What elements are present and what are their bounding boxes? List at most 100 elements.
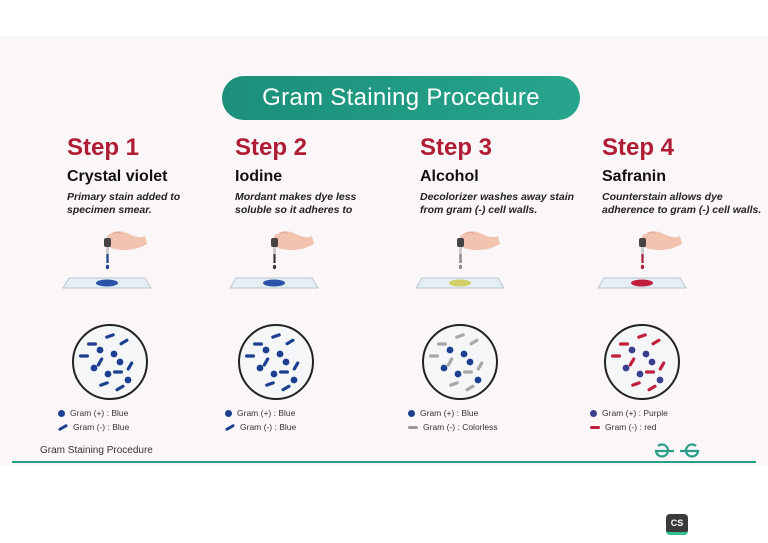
dropper-liquid <box>641 254 644 263</box>
legend: Gram (+) : Purple Gram (-) : red <box>590 406 668 434</box>
bacteria-dish <box>604 324 680 400</box>
gram-negative-bacterium <box>611 354 621 358</box>
legend-row: Gram (-) : Blue <box>57 420 129 434</box>
gram-positive-bacterium <box>446 346 454 354</box>
gram-negative-bacterium <box>79 354 89 358</box>
step-name: Crystal violet <box>67 168 168 185</box>
legend: Gram (+) : Blue Gram (-) : Blue <box>57 406 129 434</box>
gram-positive-bacterium <box>636 370 644 378</box>
dropper-liquid <box>273 254 276 263</box>
gram-negative-bacterium <box>619 342 629 346</box>
badge-label: CS <box>670 518 684 528</box>
hand-icon <box>274 231 314 250</box>
dropper-bulb-icon <box>639 238 646 247</box>
gram-negative-bacterium <box>651 338 661 346</box>
gram-positive-bacterium <box>116 358 124 366</box>
gram-negative-bacterium <box>96 357 104 367</box>
gram-positive-bacterium <box>460 350 468 358</box>
gram-negative-bacterium <box>99 381 109 387</box>
gram-negative-bacterium <box>281 384 291 392</box>
geeksforgeeks-logo-icon <box>654 443 700 458</box>
gram-positive-bacterium <box>110 350 118 358</box>
specimen-smear <box>631 279 653 287</box>
gram-positive-bacterium <box>648 358 656 366</box>
gram-negative-bacterium <box>645 370 655 374</box>
cs-badge-icon: CS <box>666 514 688 535</box>
legend-row: Gram (-) : Colorless <box>408 420 498 434</box>
legend-label: Gram (-) : Blue <box>240 422 297 432</box>
gram-positive-bacterium <box>262 346 270 354</box>
step-name: Iodine <box>235 168 283 185</box>
gram-negative-bacterium <box>637 333 647 339</box>
gram-negative-bacterium <box>631 381 641 387</box>
hand-detail <box>112 231 122 235</box>
gram-positive-bacterium <box>466 358 474 366</box>
step-4: Step 4 Safranin Counterstain allows dye … <box>602 134 768 217</box>
gram-negative-bacterium <box>449 381 459 387</box>
dropper-liquid <box>106 254 109 263</box>
gram-negative-bacterium <box>658 361 666 371</box>
hand-detail <box>465 231 475 235</box>
dropper-bulb-icon <box>271 238 278 247</box>
gram-negative-bacterium <box>463 370 473 374</box>
hand-icon <box>107 231 147 250</box>
gram-negative-bacterium <box>446 357 454 367</box>
gram-negative-bacterium <box>437 342 447 346</box>
gram-negative-bacterium <box>455 333 465 339</box>
hand-icon <box>460 231 500 250</box>
stain-drop-icon <box>458 264 463 270</box>
hand-detail <box>647 231 657 235</box>
gram-negative-bacterium <box>87 342 97 346</box>
legend-label: Gram (-) : red <box>605 422 657 432</box>
legend-row: Gram (-) : red <box>590 420 668 434</box>
gram-positive-bacterium <box>474 376 482 384</box>
gram-negative-bacterium <box>465 384 475 392</box>
gram-negative-bacterium <box>292 361 300 371</box>
gram-positive-dot <box>225 409 232 417</box>
step-2: Step 2 Iodine Mordant makes dye less sol… <box>235 134 410 217</box>
legend-label: Gram (+) : Blue <box>70 408 129 418</box>
step-name: Safranin <box>602 168 667 185</box>
gram-negative-bacterium <box>126 361 134 371</box>
dropper-slide-illustration <box>415 231 505 289</box>
gram-negative-bacterium <box>279 370 289 374</box>
gram-positive-bacterium <box>90 364 98 372</box>
step-description: Mordant makes dye less soluble so it adh… <box>235 191 357 216</box>
gram-positive-dot <box>408 409 415 417</box>
legend-label: Gram (-) : Colorless <box>423 422 498 432</box>
gram-negative-rod <box>590 425 600 429</box>
gram-positive-bacterium <box>276 350 284 358</box>
gram-positive-bacterium <box>270 370 278 378</box>
dropper-slide-illustration <box>229 231 319 289</box>
step-number: Step 4 <box>602 134 675 161</box>
bacteria-dish <box>238 324 314 400</box>
gram-positive-bacterium <box>96 346 104 354</box>
hand-detail <box>279 231 289 235</box>
specimen-smear <box>96 279 118 287</box>
legend-row: Gram (+) : Blue <box>58 406 129 420</box>
gram-positive-bacterium <box>628 346 636 354</box>
legend-row: Gram (+) : Blue <box>408 406 498 420</box>
gram-positive-bacterium <box>656 376 664 384</box>
step-description: Counterstain allows dye adherence to gra… <box>602 191 762 216</box>
gram-negative-bacterium <box>245 354 255 358</box>
dropper-bulb-icon <box>104 238 111 247</box>
gram-negative-bacterium <box>113 370 123 374</box>
gram-negative-rod <box>224 423 236 431</box>
gram-negative-bacterium <box>253 342 263 346</box>
gram-positive-bacterium <box>104 370 112 378</box>
legend-row: Gram (+) : Purple <box>590 406 668 420</box>
page-title: Gram Staining Procedure <box>262 84 540 111</box>
dropper-bulb-icon <box>457 238 464 247</box>
legend: Gram (+) : Blue Gram (-) : Blue <box>224 406 297 434</box>
bacteria-dish <box>422 324 498 400</box>
specimen-smear <box>449 279 471 287</box>
step-number: Step 2 <box>235 134 308 161</box>
stain-drop-icon <box>272 264 277 270</box>
gram-positive-bacterium <box>622 364 630 372</box>
step-description: Decolorizer washes away stain from gram … <box>420 191 575 216</box>
gram-positive-dot <box>590 409 597 417</box>
step-name: Alcohol <box>420 168 479 185</box>
gram-negative-bacterium <box>119 338 129 346</box>
gram-negative-bacterium <box>476 361 484 371</box>
